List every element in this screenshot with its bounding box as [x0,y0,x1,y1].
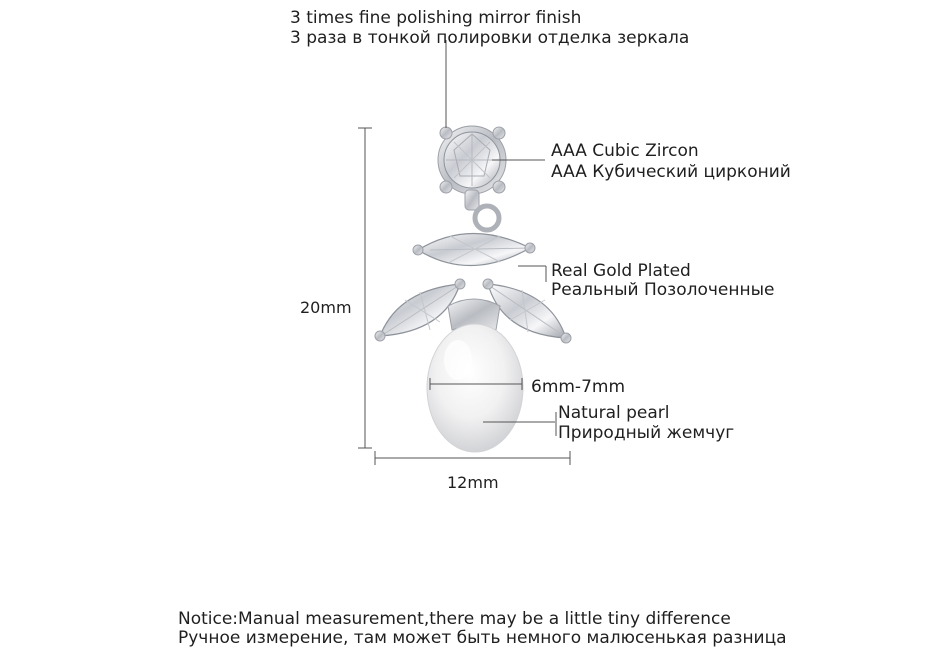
pearl-label-ru: Природный жемчуг [558,423,735,443]
marquise-stone-left [374,278,466,342]
gold-label-en: Real Gold Plated [551,261,691,281]
pearl-size-label: 6mm-7mm [531,377,626,397]
notice-en: Notice:Manual measurement,there may be a… [178,609,731,629]
zircon-label-ru: AAA Кубический цирконий [551,162,791,182]
marquise-stone-top [412,232,536,267]
width-dimension-label: 12mm [447,473,499,492]
pearl-size-marker [429,378,523,390]
pearl-label-en: Natural pearl [558,403,670,423]
annotation-lines [445,40,557,436]
height-dimension-label: 20mm [300,298,352,317]
pearl [426,323,524,453]
marquise-stone-right [482,278,572,344]
polish-label-ru: 3 раза в тонкой полировки отделка зеркал… [290,28,690,48]
connector-bail [464,189,502,233]
zircon-label-en: AAA Cubic Zircon [551,141,699,161]
height-dimension-line [358,127,372,449]
polish-label-en: 3 times fine polishing mirror finish [290,8,582,28]
width-dimension-line [374,451,571,465]
notice-ru: Ручное измерение, там может быть немного… [178,628,787,648]
gold-label-ru: Реальный Позолоченные [551,280,775,300]
